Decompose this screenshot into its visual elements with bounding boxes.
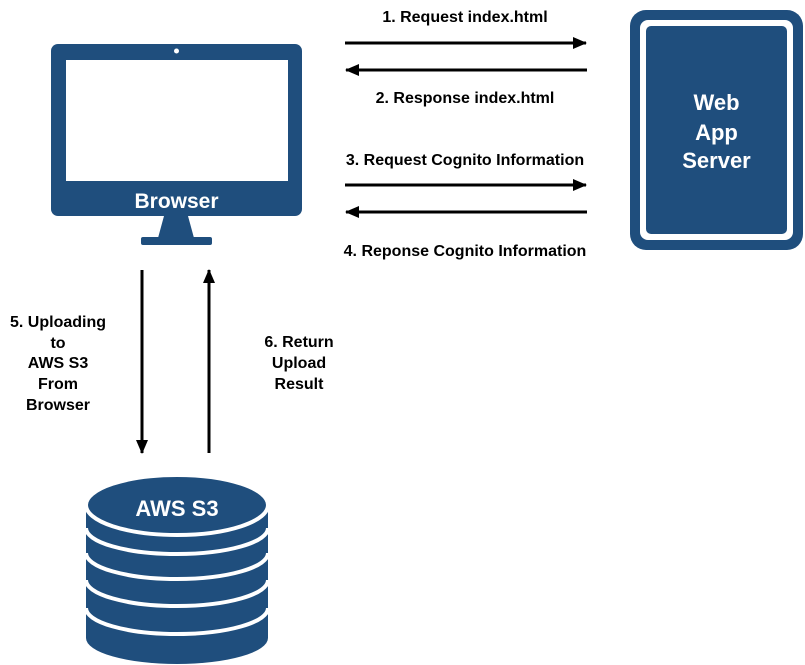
browser-label: Browser bbox=[134, 190, 218, 213]
server-label-line1: Web bbox=[693, 90, 739, 115]
web-app-server-icon: Web App Server bbox=[630, 10, 803, 250]
edge-label-3: 3. Request Cognito Information bbox=[346, 152, 584, 169]
edge-label-6: 6. Return Upload Result bbox=[264, 334, 333, 393]
svg-text:Upload: Upload bbox=[272, 355, 326, 372]
svg-text:6. Return: 6. Return bbox=[264, 334, 333, 351]
svg-text:Browser: Browser bbox=[26, 397, 90, 414]
edge-label-1: 1. Request index.html bbox=[382, 9, 547, 26]
svg-text:5. Uploading: 5. Uploading bbox=[10, 314, 106, 331]
svg-text:to: to bbox=[50, 335, 65, 352]
edge-label-2: 2. Response index.html bbox=[376, 90, 555, 107]
svg-text:AWS S3: AWS S3 bbox=[28, 355, 89, 372]
edge-label-4: 4. Reponse Cognito Information bbox=[344, 243, 587, 260]
server-label-line3: Server bbox=[682, 148, 751, 173]
edge-label-5: 5. Uploading to AWS S3 From Browser bbox=[10, 314, 106, 414]
s3-label: AWS S3 bbox=[135, 496, 218, 521]
aws-s3-database-icon: AWS S3 bbox=[84, 473, 270, 664]
svg-text:From: From bbox=[38, 376, 78, 393]
server-label-line2: App bbox=[695, 120, 738, 145]
svg-text:Result: Result bbox=[275, 376, 325, 393]
browser-monitor-icon: Browser bbox=[51, 44, 302, 245]
